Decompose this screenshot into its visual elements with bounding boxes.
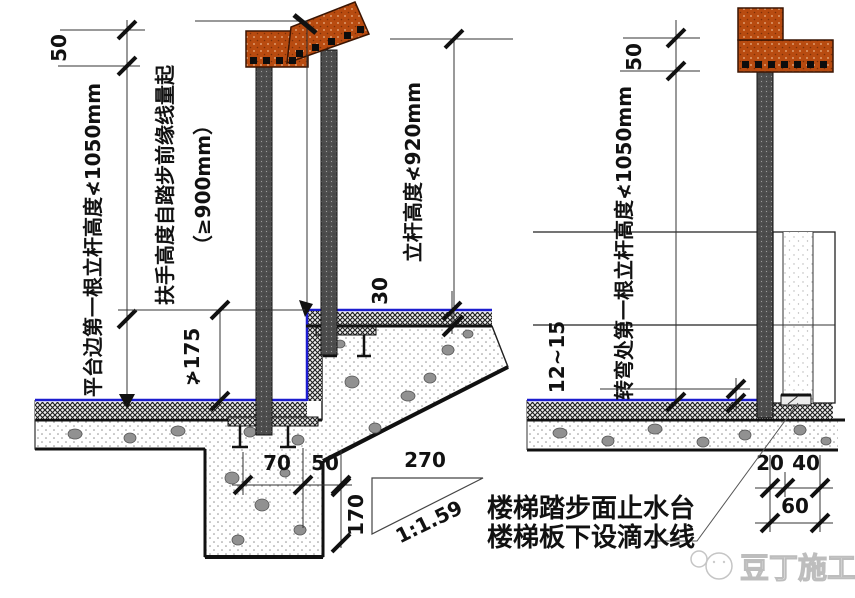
watermark-mascot-icon (690, 550, 708, 568)
watermark-text: 豆丁施工 (740, 551, 855, 585)
left-section-drawing: 50 平台边第一根立杆高度≮1050mm 扶手高度自踏步前缘线量起 （≥900m… (34, 1, 513, 559)
dim-30-text: 30 (368, 277, 392, 305)
label-platform-post: 平台边第一根立杆高度≮1050mm (81, 83, 105, 397)
dim-50-top-left: 50 (47, 34, 71, 62)
dim-20-text: 20 (756, 451, 784, 475)
dim-riser-height: ≯175 (118, 299, 305, 412)
handrail-post-step (320, 49, 338, 356)
slope-ratio-text: 1:1.59 (392, 495, 467, 548)
dim-platform-post: 50 平台边第一根立杆高度≮1050mm (47, 19, 145, 409)
watermark: 豆丁施工 (690, 550, 855, 586)
mascot-eye (722, 560, 726, 564)
note-leader-line (648, 402, 799, 542)
label-corner-post: 转弯处第一根立杆高度≮1050mm (612, 86, 636, 400)
note-line2: 楼梯板下设滴水线 (487, 522, 695, 553)
dim-gap-text: 12~15 (545, 321, 569, 393)
label-handrail-height: 扶手高度自踏步前缘线量起 (153, 64, 177, 305)
dim-corner-post: 50 转弯处第一根立杆高度≮1050mm (612, 20, 700, 413)
dim-gap: 12~15 (545, 321, 750, 414)
aggregate-stones (67, 329, 474, 546)
dim-40-text: 40 (792, 451, 820, 475)
right-section-drawing: 50 转弯处第一根立杆高度≮1050mm 12~15 20 40 60 (526, 7, 845, 542)
dim-handrail-height: 扶手高度自踏步前缘线量起 （≥900mm） (153, 13, 318, 317)
dim-finish-30: 30 (368, 277, 463, 338)
dim-60-text: 60 (781, 494, 809, 518)
handrail-post-platform (255, 66, 273, 436)
note-line1: 楼梯踏步面止水台 (487, 493, 695, 524)
dim-riser-text: ≯175 (180, 328, 204, 387)
rail-fixing-dots (250, 26, 364, 64)
embedded-anchor-platform (227, 416, 319, 449)
watermark-mascot-icon (705, 552, 733, 580)
dim-70-text: 70 (263, 451, 291, 475)
dim-50-top-right: 50 (622, 43, 646, 71)
dim-170-text: 170 (344, 494, 368, 536)
dim-post-height: 立杆高度≮920mm (390, 28, 513, 336)
mascot-eye (712, 560, 716, 564)
label-post-height: 立杆高度≮920mm (401, 82, 425, 262)
label-handrail-height-min: （≥900mm） (191, 115, 215, 255)
waterstop-curb (772, 231, 836, 406)
handrail-right (737, 7, 834, 73)
floor-slab (526, 400, 845, 452)
slope-indicator: 270 1:1.59 (371, 448, 484, 548)
dim-270-text: 270 (404, 448, 446, 472)
rail-fixing-dots (742, 61, 827, 68)
dim-base-offsets: 70 50 170 (232, 448, 368, 554)
notes: 楼梯踏步面止水台 楼梯板下设滴水线 (487, 493, 695, 553)
dim-50-text: 50 (311, 451, 339, 475)
handrail-post-corner (756, 71, 774, 419)
dim-curb-widths: 20 40 60 (755, 451, 833, 534)
